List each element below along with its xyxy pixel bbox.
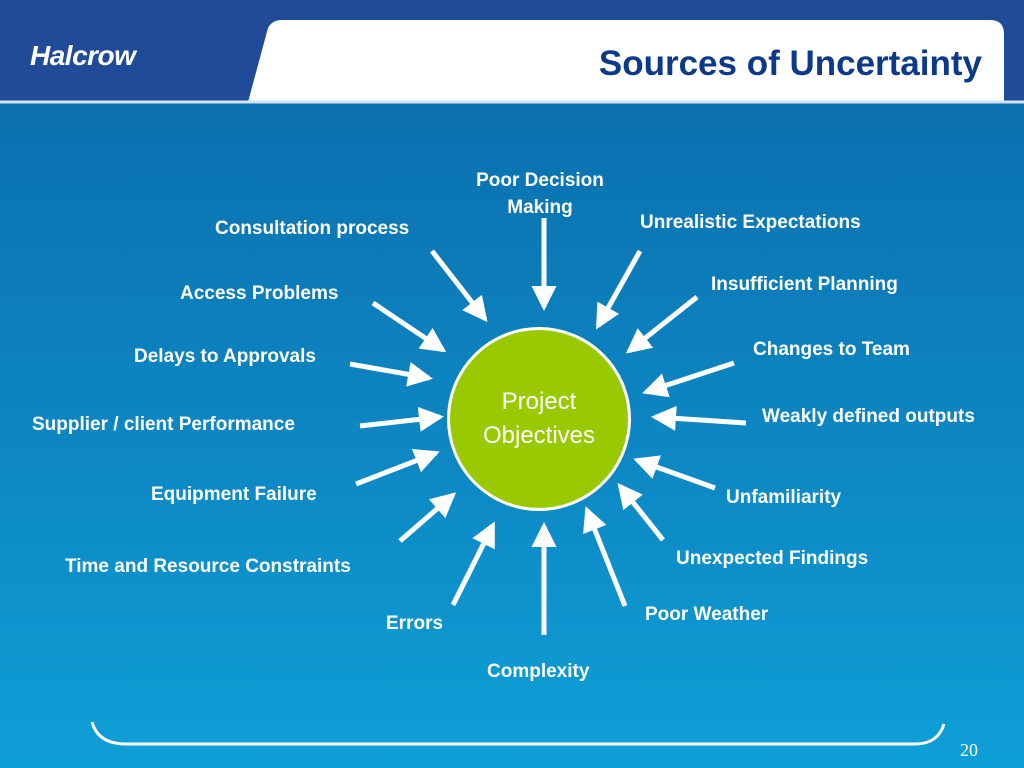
source-label-unrealistic-expectations: Unrealistic Expectations [640, 212, 861, 233]
source-label-equipment-failure: Equipment Failure [151, 484, 317, 505]
arrow-equipment-failure [355, 448, 440, 487]
arrow-unrealistic-expectations [595, 249, 643, 330]
page-number: 20 [960, 740, 978, 760]
arrow-delays-to-approvals [349, 361, 433, 387]
source-label-insufficient-planning: Insufficient Planning [711, 274, 898, 295]
title-panel [248, 20, 1004, 102]
source-label-complexity: Complexity [487, 661, 590, 682]
center-label-line-2: Objectives [482, 422, 596, 449]
arrow-access-problems [371, 300, 447, 353]
center-label-line-1: Project [501, 388, 577, 415]
halcrow-logo: Halcrow [30, 40, 136, 71]
source-label-access-problems: Access Problems [180, 283, 339, 304]
footer-curve [90, 721, 946, 746]
arrow-changes-to-team [642, 360, 735, 398]
arrow-unexpected-findings [617, 482, 665, 542]
source-label-poor-weather: Poor Weather [645, 604, 769, 625]
source-label-weakly-defined-outputs: Weakly defined outputs [762, 406, 975, 427]
source-label-changes-to-team: Changes to Team [753, 339, 910, 360]
arrow-supplier-client-performance [359, 406, 444, 432]
source-label-unexpected-findings: Unexpected Findings [676, 548, 869, 569]
arrow-time-and-resource-constraints [398, 492, 457, 543]
page-title: Sources of Uncertainty [598, 44, 982, 83]
project-objectives-label: Project Objectives [483, 385, 595, 453]
source-label-consultation-process: Consultation process [215, 218, 410, 239]
project-objectives-node: Project Objectives [447, 327, 631, 511]
arrow-errors [450, 521, 496, 607]
arrow-consultation-process [430, 249, 488, 323]
source-label-unfamiliarity: Unfamiliarity [726, 487, 842, 508]
source-label-supplier-client-performance: Supplier / client Performance [32, 414, 295, 435]
arrow-insufficient-planning [625, 295, 699, 354]
arrow-weakly-defined-outputs [651, 405, 747, 431]
source-label-time-and-resource-constraints: Time and Resource Constraints [65, 556, 351, 577]
arrow-poor-weather [583, 506, 628, 607]
source-label-delays-to-approvals: Delays to Approvals [134, 346, 316, 367]
source-label-poor-decision-making: Poor Decision Making [476, 170, 604, 218]
arrow-unfamiliarity [633, 455, 716, 491]
source-label-errors: Errors [386, 613, 444, 634]
